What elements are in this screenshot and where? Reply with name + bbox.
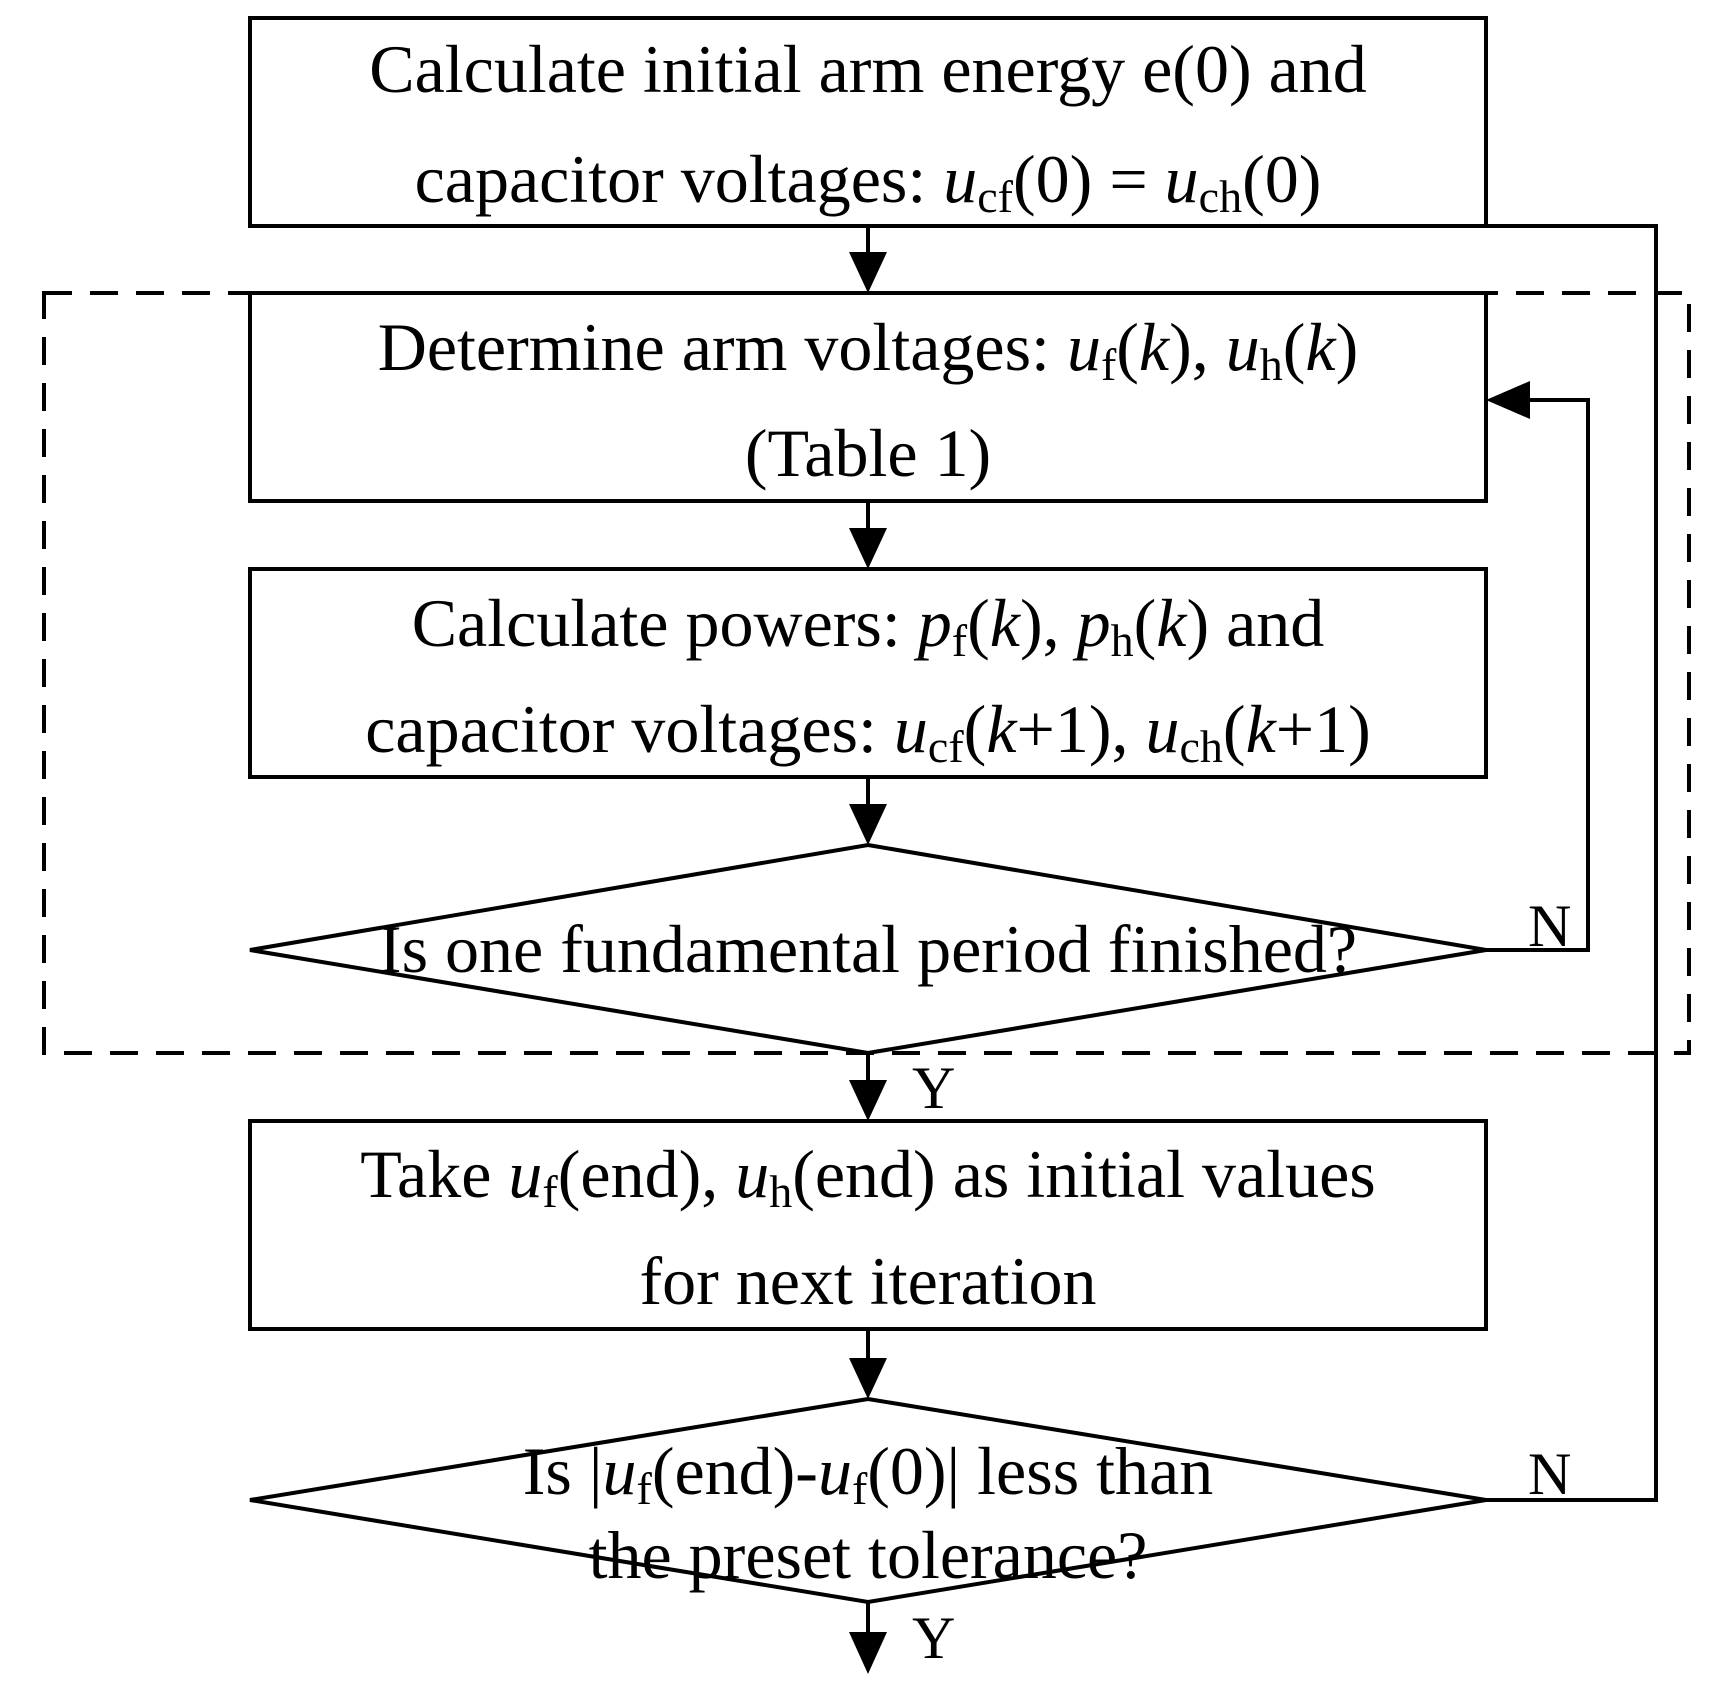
step3-line2: capacitor voltages: ucf(k+1), uch(k+1) [365, 691, 1371, 772]
loop-back-outer [1486, 224, 1658, 1502]
decision1-yes-label: Y [912, 1055, 955, 1121]
decision1-no-label: N [1528, 893, 1571, 959]
decision2-line1: Is |uf(end)-uf(0)| less than [523, 1433, 1214, 1514]
loop-back-inner [1486, 381, 1590, 952]
step3-line1: Calculate powers: pf(k), ph(k) and [412, 585, 1325, 666]
arrow-step2-to-step3 [849, 501, 887, 569]
arrow-decision2-exit [849, 1602, 887, 1674]
arrow-step4-to-decision2 [849, 1329, 887, 1399]
arrow-step1-to-step2 [849, 226, 887, 293]
decision2-yes-label: Y [912, 1605, 955, 1671]
step2-line1: Determine arm voltages: uf(k), uh(k) [378, 309, 1359, 390]
decision2-line2: the preset tolerance? [589, 1517, 1148, 1593]
step4-line1: Take uf(end), uh(end) as initial values [360, 1136, 1375, 1217]
decision2-no-label: N [1528, 1441, 1571, 1507]
step1-line2: capacitor voltages: ucf(0) = uch(0) [415, 141, 1322, 222]
step4-line2: for next iteration [640, 1243, 1097, 1319]
step2-line2: (Table 1) [745, 415, 991, 491]
arrow-decision1-to-step4 [849, 1053, 887, 1121]
arrow-step3-to-decision1 [849, 777, 887, 845]
decision1-text: Is one fundamental period finished? [379, 911, 1357, 987]
step1-line1: Calculate initial arm energy e(0) and [369, 31, 1367, 107]
